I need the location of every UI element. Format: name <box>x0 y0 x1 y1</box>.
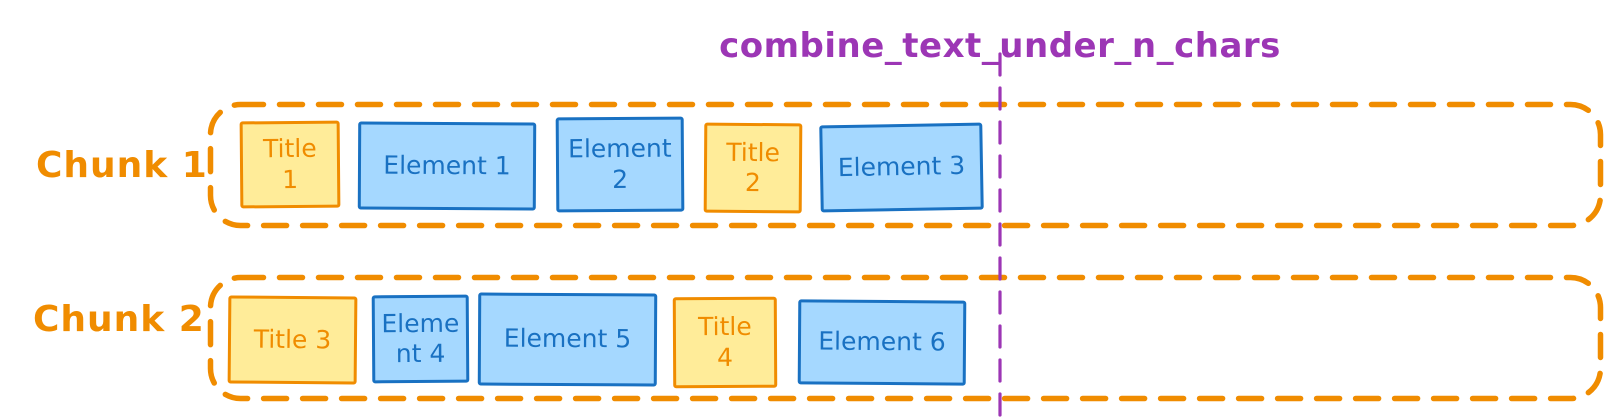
title-2-box: Title 2 <box>703 122 803 214</box>
element-4-box: Eleme nt 4 <box>371 294 470 384</box>
element-5-box: Element 5 <box>477 292 658 387</box>
element-3-box: Element 3 <box>819 122 984 213</box>
title-3-box: Title 3 <box>227 295 358 385</box>
element-2-box: Element 2 <box>555 116 685 213</box>
title-4-box: Title 4 <box>672 296 778 389</box>
chunk-1-outline <box>207 101 1604 229</box>
title-1-box: Title 1 <box>239 120 341 209</box>
threshold-function-label: combine_text_under_n_chars <box>719 26 1281 66</box>
chunk-2-outline <box>207 274 1604 402</box>
element-6-box: Element 6 <box>797 299 967 386</box>
element-1-box: Element 1 <box>357 121 537 211</box>
chunk-1-label: Chunk 1 <box>36 145 208 186</box>
chunk-2-label: Chunk 2 <box>33 299 205 340</box>
